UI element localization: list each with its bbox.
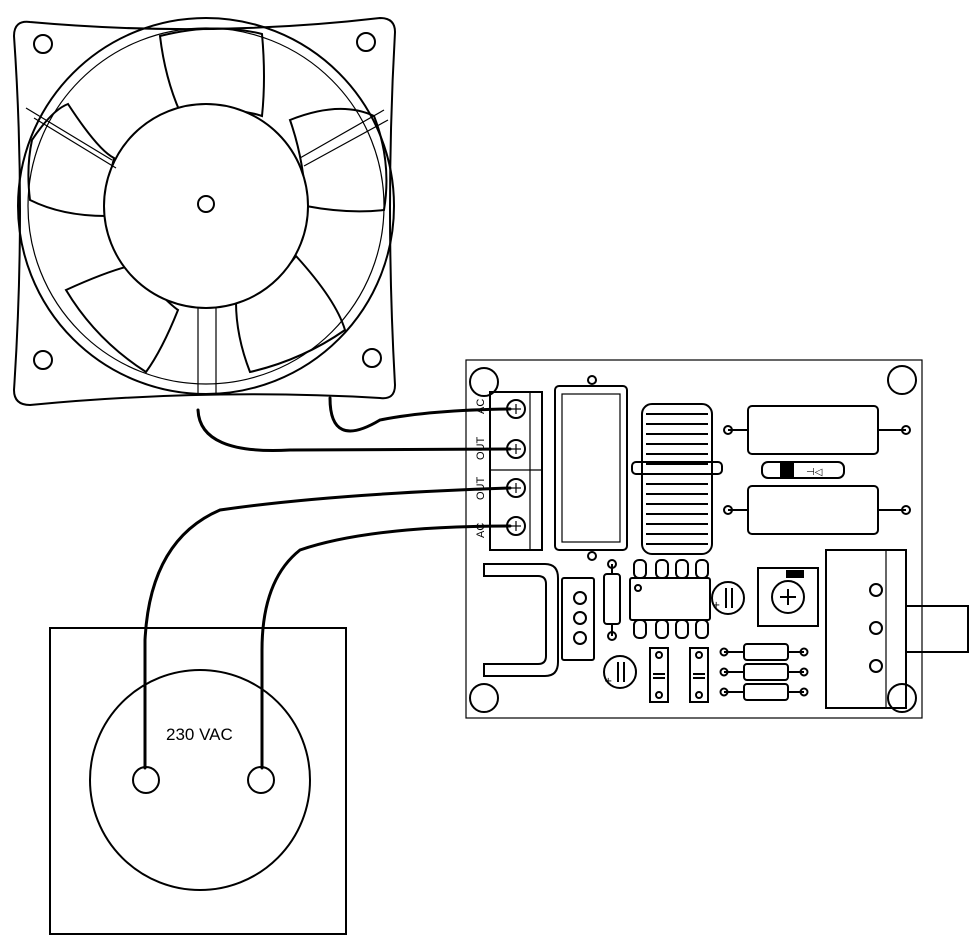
outlet-plate bbox=[49, 627, 347, 935]
wire-fan-to-out bbox=[196, 408, 512, 452]
fan-blade bbox=[64, 263, 180, 374]
svg-text:+: + bbox=[604, 676, 612, 687]
triac bbox=[561, 577, 595, 661]
outlet-socket-hole bbox=[247, 766, 275, 794]
fan-frame bbox=[12, 16, 397, 407]
resistor bbox=[719, 683, 809, 701]
ceramic-capacitor bbox=[689, 647, 709, 703]
wire-out-to-outlet bbox=[143, 486, 512, 770]
pcb-mount-hole bbox=[469, 367, 499, 397]
ic-body bbox=[629, 577, 711, 621]
terminal-label-ac: AC bbox=[475, 399, 487, 414]
resistor bbox=[603, 559, 621, 641]
pcb-mount-hole bbox=[469, 683, 499, 713]
fan-mount-hole bbox=[356, 32, 376, 52]
ceramic-capacitor bbox=[649, 647, 669, 703]
fan bbox=[12, 16, 397, 407]
power-resistor bbox=[723, 405, 911, 455]
wiring bbox=[143, 396, 512, 770]
outlet-face bbox=[89, 669, 311, 891]
film-capacitor-body bbox=[554, 385, 628, 551]
fan-hub bbox=[103, 103, 309, 309]
fan-blade bbox=[27, 102, 116, 218]
trimmer-potentiometer bbox=[757, 567, 819, 627]
fan-hub-center bbox=[197, 195, 215, 213]
fan-strut bbox=[303, 119, 389, 167]
triac-body bbox=[561, 577, 595, 661]
film-capacitor bbox=[554, 375, 628, 561]
diode-symbol: ⊣◁ bbox=[806, 467, 823, 478]
choke-inductor bbox=[631, 403, 723, 555]
diode: ⊣◁ bbox=[761, 461, 845, 479]
potentiometer-shaft bbox=[905, 605, 969, 653]
outlet-voltage-label: 230 VAC bbox=[166, 725, 233, 744]
power-resistor bbox=[723, 485, 911, 535]
potentiometer bbox=[825, 549, 969, 709]
fan-mount-hole bbox=[33, 34, 53, 54]
trimmer-body bbox=[757, 567, 819, 627]
fan-strut bbox=[299, 109, 385, 159]
pcb-mount-hole bbox=[887, 365, 917, 395]
outlet-socket-hole bbox=[132, 766, 160, 794]
terminal-block-body bbox=[489, 391, 543, 551]
wall-outlet: 230 VAC bbox=[49, 627, 347, 935]
fan-strut bbox=[25, 107, 113, 161]
pcb-mount-hole bbox=[887, 683, 917, 713]
pcb-board bbox=[465, 359, 923, 719]
resistor bbox=[719, 663, 809, 681]
choke-winding bbox=[646, 413, 708, 545]
heatsink-bracket bbox=[483, 563, 559, 677]
potentiometer-body bbox=[825, 549, 907, 709]
electrolytic-capacitor: + bbox=[711, 581, 745, 615]
fan-shroud bbox=[17, 17, 395, 395]
electrolytic-capacitor: + bbox=[603, 655, 637, 689]
pcb: AC OUT OUT AC bbox=[465, 359, 969, 719]
capacitor-polarity-mark: + bbox=[712, 600, 720, 611]
optocoupler-ic bbox=[629, 559, 711, 639]
fan-mount-hole bbox=[362, 348, 382, 368]
wire-fan-to-ac bbox=[328, 396, 512, 433]
fan-mount-hole bbox=[33, 350, 53, 370]
resistor bbox=[719, 643, 809, 661]
wire-ac-to-outlet bbox=[260, 524, 512, 770]
fan-strut bbox=[33, 117, 117, 169]
fan-blade bbox=[158, 27, 265, 118]
choke-body bbox=[641, 403, 713, 555]
